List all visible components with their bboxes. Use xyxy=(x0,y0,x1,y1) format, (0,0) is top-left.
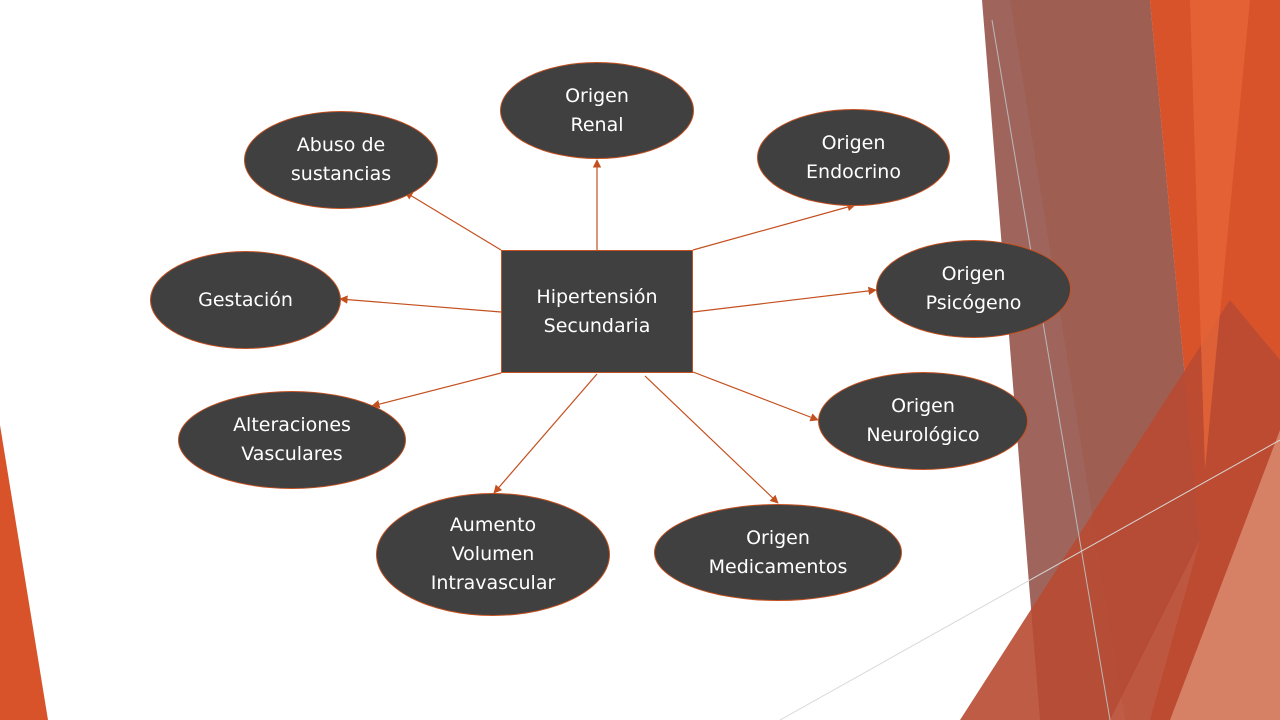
connector-gestacion xyxy=(339,295,502,313)
right-thin-line xyxy=(991,19,1111,720)
node-origen-neurologico: Origen Neurológico xyxy=(818,372,1028,470)
connector-volumen xyxy=(493,373,598,494)
right-bright-stripe xyxy=(1190,0,1250,470)
node-aumento-volumen-intravascular: Aumento Volumen Intravascular xyxy=(376,493,610,616)
node-gestacion: Gestación xyxy=(150,251,341,349)
connector-sustancias xyxy=(404,191,502,251)
node-origen-psicogeno: Origen Psicógeno xyxy=(876,240,1071,338)
center-node-hipertension-secundaria: Hipertensión Secundaria xyxy=(501,250,693,373)
left-orange-wedge xyxy=(0,425,48,720)
node-origen-medicamentos: Origen Medicamentos xyxy=(654,504,902,601)
connector-psicogeno xyxy=(692,286,877,313)
bottom-thin-line xyxy=(779,439,1280,720)
connector-endocrino xyxy=(692,202,856,251)
connector-neurologico xyxy=(692,371,819,422)
node-origen-endocrino: Origen Endocrino xyxy=(757,109,950,206)
right-red-wedge xyxy=(960,300,1280,720)
connector-medicamentos xyxy=(644,375,779,504)
node-origen-renal: Origen Renal xyxy=(500,62,694,159)
right-soft-wedge xyxy=(1170,430,1280,720)
node-abuso-de-sustancias: Abuso de sustancias xyxy=(244,111,438,209)
node-alteraciones-vasculares: Alteraciones Vasculares xyxy=(178,391,406,489)
connector-vasculares xyxy=(371,372,502,409)
